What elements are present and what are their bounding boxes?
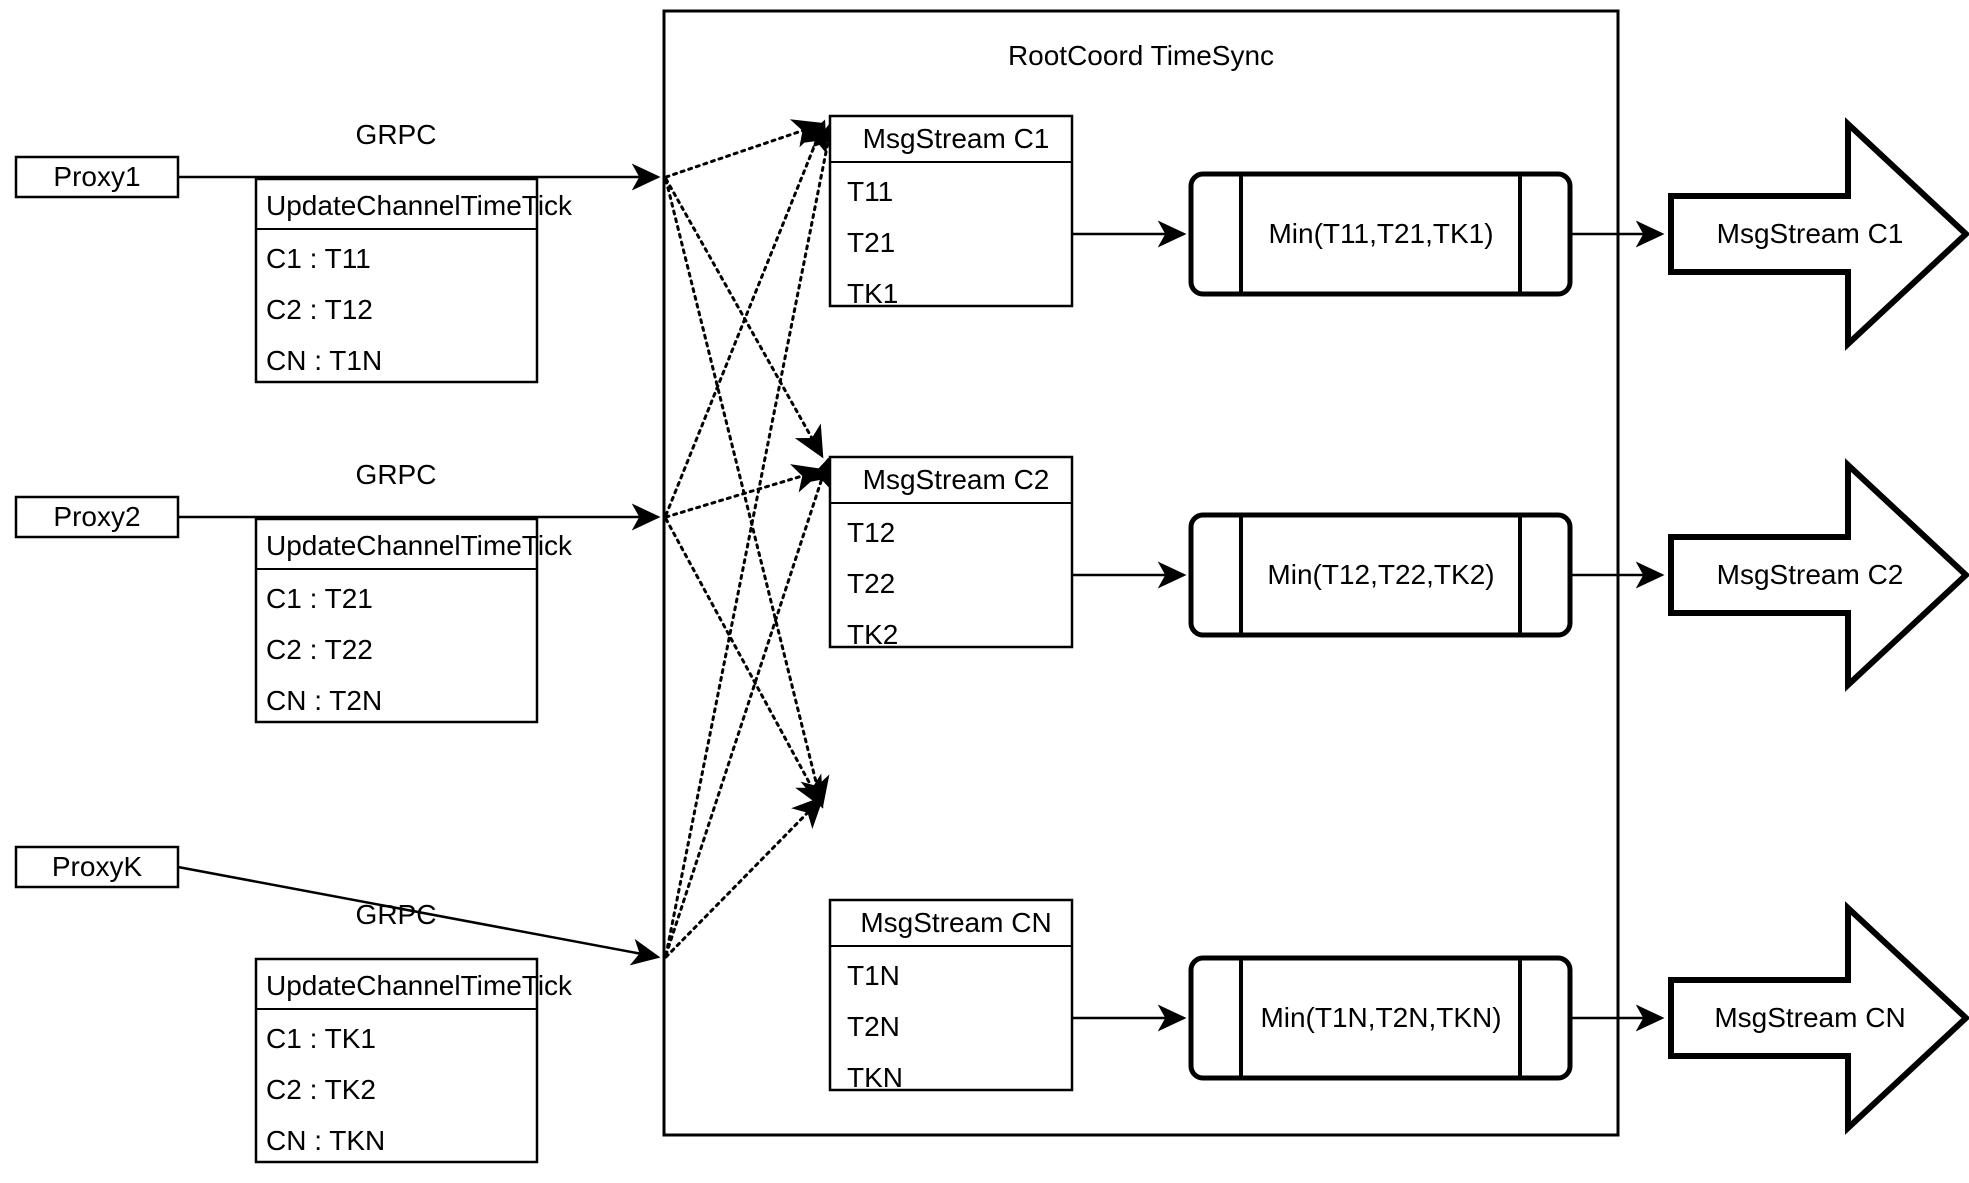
request-row-2-2: CN : T2N (266, 685, 383, 716)
grpc-label-3: GRPC (355, 899, 437, 930)
proxy-label-3: ProxyK (51, 851, 143, 882)
dotted-p2-cn (664, 517, 824, 809)
msgstream-header-1: MsgStream C1 (862, 123, 1050, 154)
min-process-box-1 (1188, 171, 1573, 297)
msgstream-row-1-2: TK1 (847, 278, 899, 309)
min-label-1: Min(T11,T21,TK1) (1268, 218, 1494, 249)
rootcoord-timesync-container (662, 9, 1620, 1137)
request-row-1-0: C1 : T11 (266, 243, 371, 274)
update-channel-timetick-box-1 (254, 177, 539, 384)
request-header-2: UpdateChannelTimeTick (266, 530, 573, 561)
msgstream-box-1 (828, 114, 1074, 308)
output-block-arrow-1 (1668, 117, 1969, 351)
update-channel-timetick-box-2 (254, 517, 539, 724)
output-block-arrow-3 (1668, 901, 1969, 1135)
request-row-1-1: C2 : T12 (266, 294, 373, 325)
msgstream-row-3-2: TKN (847, 1062, 903, 1093)
dotted-p1-c2 (664, 177, 824, 459)
request-row-3-1: C2 : TK2 (266, 1074, 376, 1105)
request-row-3-2: CN : TKN (266, 1125, 386, 1156)
grpc-label-2: GRPC (355, 459, 437, 490)
proxy-label-1: Proxy1 (53, 161, 141, 192)
dotted-p2-c1 (664, 119, 828, 517)
output-block-arrow-2 (1668, 458, 1969, 692)
dotted-pk-c2 (664, 457, 834, 957)
grpc-line-3 (177, 865, 661, 966)
update-channel-timetick-box-3 (254, 957, 539, 1164)
msgstream-box-3 (828, 898, 1074, 1092)
msgstream-row-2-0: T12 (847, 517, 896, 548)
grpc-label-1: GRPC (355, 119, 437, 150)
request-header-1: UpdateChannelTimeTick (266, 190, 573, 221)
dotted-fanout-group (664, 119, 841, 959)
msgstream-row-1-0: T11 (847, 176, 894, 207)
output-label-2: MsgStream C2 (1716, 559, 1904, 590)
msgstream-header-2: MsgStream C2 (862, 464, 1050, 495)
container-title: RootCoord TimeSync (1007, 40, 1275, 71)
msgstream-row-1-1: T21 (847, 227, 896, 258)
request-row-2-1: C2 : T22 (266, 634, 373, 665)
msgstream-row-2-2: TK2 (847, 619, 899, 650)
msgstream-header-3: MsgStream CN (860, 907, 1052, 938)
proxy-box-2[interactable] (14, 495, 180, 539)
output-label-3: MsgStream CN (1714, 1002, 1906, 1033)
request-row-2-0: C1 : T21 (266, 583, 373, 614)
dotted-p1-c1 (664, 119, 825, 179)
proxy-label-2: Proxy2 (53, 501, 141, 532)
msgstream-row-3-0: T1N (847, 960, 900, 991)
msgstream-box-2 (828, 455, 1074, 649)
dotted-pk-c1 (664, 119, 841, 957)
min-label-2: Min(T12,T22,TK2) (1267, 559, 1495, 590)
msgstream-row-3-1: T2N (847, 1011, 900, 1042)
output-label-1: MsgStream C1 (1716, 218, 1904, 249)
request-row-1-2: CN : T1N (266, 345, 383, 376)
request-row-3-0: C1 : TK1 (266, 1023, 376, 1054)
request-header-3: UpdateChannelTimeTick (266, 970, 573, 1001)
dotted-p2-c2 (664, 464, 825, 519)
min-label-3: Min(T1N,T2N,TKN) (1260, 1002, 1502, 1033)
dotted-pk-cn (664, 796, 824, 959)
proxy-box-1[interactable] (14, 155, 180, 199)
msgstream-row-2-1: T22 (847, 568, 896, 599)
